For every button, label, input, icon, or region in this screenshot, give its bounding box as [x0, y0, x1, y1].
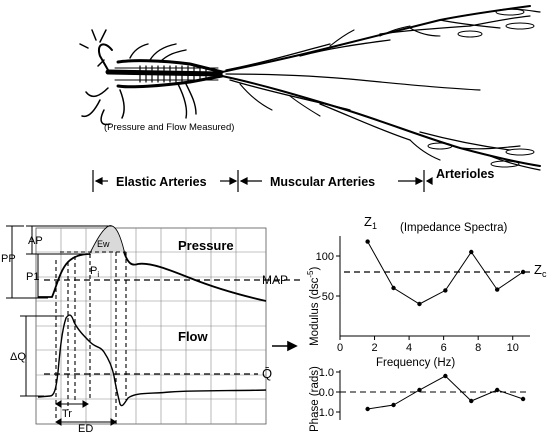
- waveform-grid: [35, 227, 267, 425]
- timing-markers: [55, 251, 127, 426]
- modulus-point: [469, 249, 474, 255]
- modulus-ticks: [336, 255, 514, 340]
- phase-point: [391, 402, 396, 408]
- pressure-label: Pressure: [178, 238, 234, 253]
- modulus-point: [417, 301, 422, 307]
- phase-point: [494, 387, 500, 393]
- modulus-tick-labels: 100 50 0 2 4 6 8 10: [316, 251, 519, 354]
- region-elastic: Elastic Arteries: [116, 175, 207, 189]
- impedance-title: (Impedance Spectra): [400, 222, 508, 234]
- interval-arrows: [55, 400, 117, 426]
- modulus-ytick-label: 50: [322, 291, 334, 303]
- p1-label: P1: [26, 271, 39, 283]
- ap-label: AP: [28, 235, 43, 247]
- modulus-line: [367, 241, 524, 305]
- modulus-xtick-label: 10: [507, 342, 519, 354]
- phase-point: [443, 373, 448, 379]
- phase-ytick-label: 0.0: [319, 387, 334, 399]
- qbar-label: Q̄: [262, 366, 272, 381]
- modulus-ytick-label: 100: [316, 251, 334, 263]
- phase-point: [417, 387, 422, 393]
- modulus-ylabel: Modulus (dsc-5): [306, 266, 321, 346]
- modulus-series: [365, 239, 526, 307]
- phase-axes: [339, 370, 530, 420]
- phase-ylabel: Phase (rads): [309, 366, 321, 432]
- modulus-point: [365, 239, 370, 244]
- map-label: MAP: [262, 273, 288, 287]
- frequency-xlabel: Frequency (Hz): [376, 357, 455, 369]
- z1-label: Z1: [364, 214, 377, 231]
- ed-label: ED: [78, 423, 93, 435]
- modulus-xtick-label: 6: [441, 342, 447, 354]
- pp-label: PP: [1, 253, 16, 265]
- modulus-xtick-label: 2: [371, 342, 377, 354]
- transform-arrow: [272, 340, 298, 352]
- region-ruler: [92, 170, 433, 192]
- region-arterioles: Arterioles: [436, 167, 494, 181]
- flow-label: Flow: [178, 329, 208, 344]
- amplitude-brackets: [6, 225, 112, 397]
- modulus-xtick-label: 4: [406, 342, 412, 354]
- phase-tick-labels: 1.0 0.0 -1.0: [315, 367, 340, 419]
- phase-point: [520, 396, 526, 402]
- zc-label: Zc: [534, 262, 547, 279]
- pi-label: Pi: [90, 265, 99, 279]
- tr-label: Tr: [62, 408, 72, 420]
- modulus-point: [391, 285, 396, 291]
- modulus-xtick-label: 8: [475, 342, 481, 354]
- modulus-point: [494, 287, 500, 292]
- flow-trace: [37, 314, 267, 407]
- ew-label: Ew: [97, 239, 110, 249]
- dq-label: ΔQ: [10, 351, 26, 363]
- phase-point: [469, 398, 474, 404]
- modulus-point: [443, 288, 448, 293]
- arterial-tree: [79, 5, 541, 171]
- ew-region: [90, 226, 124, 254]
- phase-ytick-label: -1.0: [315, 407, 334, 419]
- phase-point: [365, 406, 370, 412]
- modulus-xtick-label: 0: [337, 342, 343, 354]
- region-muscular: Muscular Arteries: [270, 175, 375, 189]
- phase-series: [365, 373, 526, 412]
- modulus-axes: [339, 236, 530, 337]
- modulus-point: [520, 269, 526, 275]
- phase-ytick-label: 1.0: [319, 367, 334, 379]
- measured-note: (Pressure and Flow Measured): [104, 122, 234, 133]
